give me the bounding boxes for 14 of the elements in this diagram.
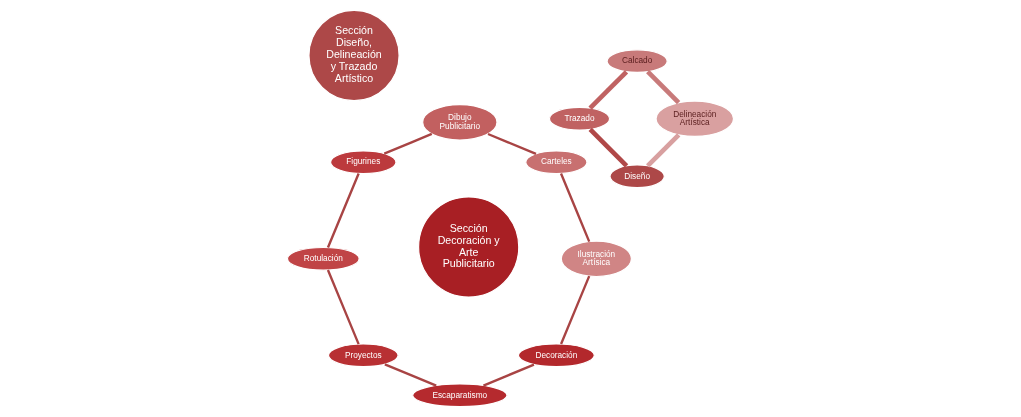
connector (383, 132, 433, 155)
node-circle: Sección Diseño, Delineación y Trazado Artístico (308, 9, 400, 102)
connector (588, 127, 629, 168)
connector (326, 269, 360, 345)
node-circle: Sección Decoración y Arte Publicitario (418, 196, 520, 298)
connector (384, 363, 437, 387)
connector (646, 70, 681, 105)
connector (588, 70, 629, 110)
connector (560, 275, 591, 345)
connector (487, 132, 537, 155)
connector (483, 363, 535, 387)
connector (646, 133, 681, 168)
connector (559, 173, 591, 243)
connector (326, 173, 360, 249)
